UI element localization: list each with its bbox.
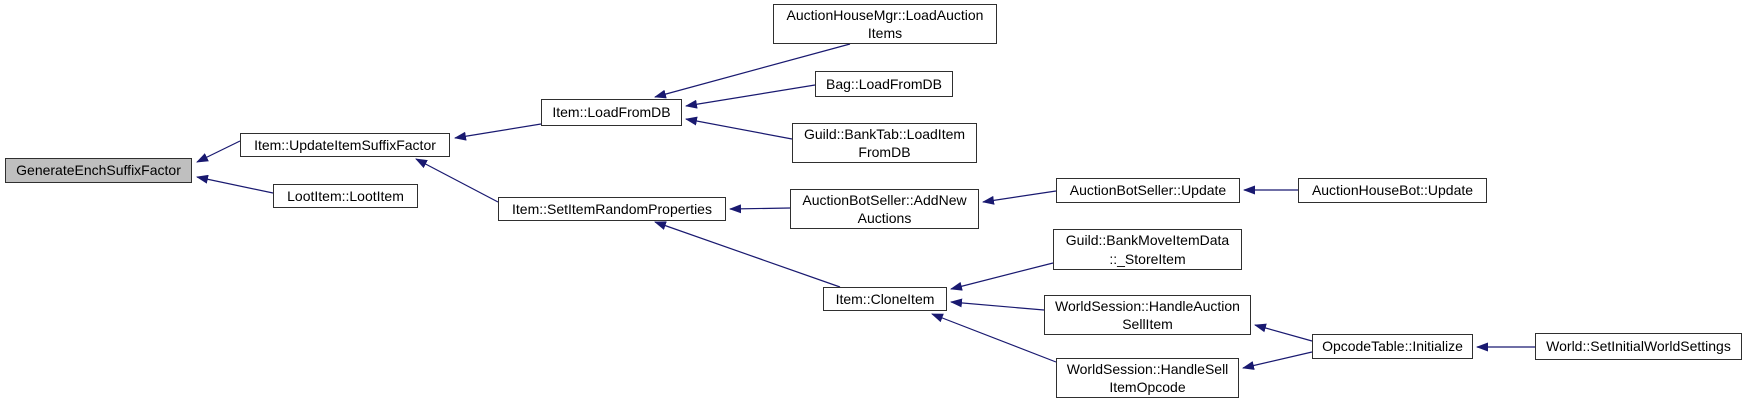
node-label: Guild::BankMoveItemData ::_StoreItem (1065, 232, 1230, 267)
node-item-load-from-db[interactable]: Item::LoadFromDB (541, 99, 682, 126)
node-auction-house-bot-update[interactable]: AuctionHouseBot::Update (1298, 178, 1487, 203)
node-label: LootItem::LootItem (287, 187, 404, 204)
node-label: GenerateEnchSuffixFactor (16, 162, 181, 179)
node-label: AuctionHouseBot::Update (1311, 182, 1474, 199)
node-auction-bot-seller-update[interactable]: AuctionBotSeller::Update (1056, 178, 1240, 203)
node-world-set-initial-world-settings[interactable]: World::SetInitialWorldSettings (1535, 333, 1742, 360)
node-label: Guild::BankTab::LoadItem FromDB (803, 125, 966, 160)
edge-bankmoveitem-to-cloneitem (950, 262, 1054, 291)
node-label: AuctionHouseMgr::LoadAuction Items (786, 6, 984, 41)
node-label: Bag::LoadFromDB (826, 75, 942, 92)
edge-bag-to-loadfromdb (685, 84, 816, 109)
edge-setitemrandom-to-update (415, 158, 499, 203)
node-item-clone-item[interactable]: Item::CloneItem (823, 287, 947, 311)
node-loot-item-loot-item[interactable]: LootItem::LootItem (273, 184, 418, 208)
node-label: Item::UpdateItemSuffixFactor (254, 136, 436, 153)
edge-handleauctionsell-to-cloneitem (950, 298, 1045, 311)
node-label: WorldSession::HandleSell ItemOpcode (1066, 360, 1229, 395)
edge-update-to-generate (196, 140, 241, 163)
node-auction-bot-seller-add-new-auctions[interactable]: AuctionBotSeller::AddNew Auctions (790, 189, 979, 229)
node-guild-bank-tab-load-item-from-db[interactable]: Guild::BankTab::LoadItem FromDB (792, 123, 977, 163)
edge-loadfromdb-to-update (454, 123, 542, 141)
edge-botsellerupdate-to-addnewauctions (982, 190, 1057, 205)
node-label: Item::LoadFromDB (552, 104, 671, 121)
node-auction-house-mgr-load-auction-items[interactable]: AuctionHouseMgr::LoadAuction Items (773, 4, 997, 44)
edge-addnewauctions-to-setitemrandom (729, 204, 791, 214)
node-item-set-item-random-properties[interactable]: Item::SetItemRandomProperties (498, 197, 726, 221)
edge-handlesellitem-to-cloneitem (931, 313, 1057, 363)
edge-banktab-to-loadfromdb (685, 116, 793, 140)
edge-cloneitem-to-setitemrandom (654, 221, 841, 288)
node-label: Item::CloneItem (835, 290, 935, 307)
node-world-session-handle-auction-sell-item[interactable]: WorldSession::HandleAuction SellItem (1044, 295, 1251, 335)
node-bag-load-from-db[interactable]: Bag::LoadFromDB (815, 71, 953, 97)
node-label: Item::SetItemRandomProperties (512, 200, 712, 217)
node-guild-bank-move-item-data-store-item[interactable]: Guild::BankMoveItemData ::_StoreItem (1053, 229, 1242, 270)
node-label: AuctionBotSeller::AddNew Auctions (802, 191, 967, 226)
node-generate-ench-suffix-factor: GenerateEnchSuffixFactor (5, 158, 192, 183)
edge-opcodetable-to-handlesellitem (1242, 351, 1313, 370)
node-world-session-handle-sell-item-opcode[interactable]: WorldSession::HandleSell ItemOpcode (1056, 358, 1239, 398)
node-label: OpcodeTable::Initialize (1322, 338, 1463, 355)
edge-auctionhousemgr-to-loadfromdb (654, 43, 851, 99)
edge-opcodetable-to-handleauctionsell (1254, 323, 1313, 342)
node-label: World::SetInitialWorldSettings (1546, 338, 1731, 355)
node-label: AuctionBotSeller::Update (1069, 182, 1227, 199)
edge-lootitem-to-generate (196, 174, 274, 194)
node-opcode-table-initialize[interactable]: OpcodeTable::Initialize (1312, 334, 1473, 359)
node-label: WorldSession::HandleAuction SellItem (1055, 297, 1240, 332)
node-item-update-item-suffix-factor[interactable]: Item::UpdateItemSuffixFactor (240, 133, 450, 157)
